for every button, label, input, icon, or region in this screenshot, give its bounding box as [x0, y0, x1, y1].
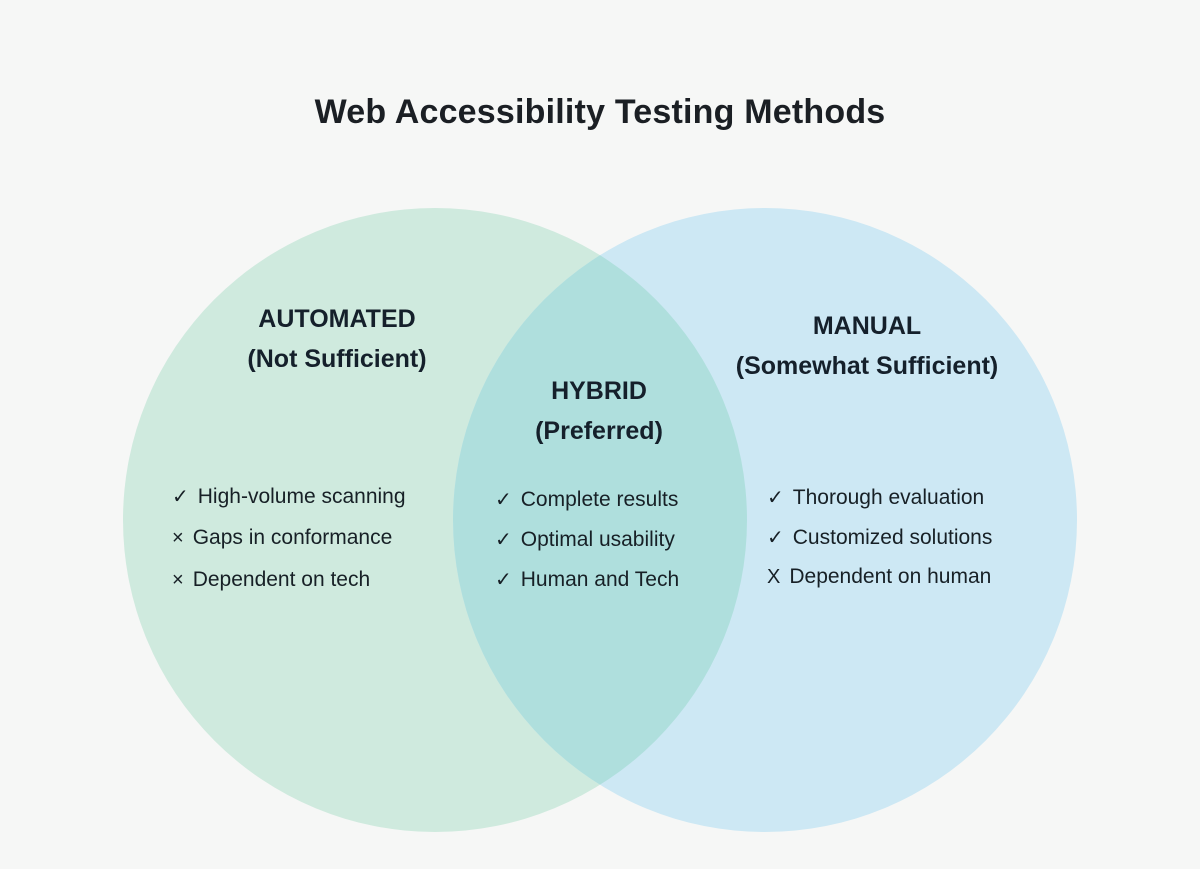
x-letter-icon: X [767, 566, 781, 588]
page-title: Web Accessibility Testing Methods [314, 93, 886, 131]
automated-qualifier: (Not Sufficient) [247, 345, 427, 373]
list-item-label: Human and Tech [520, 568, 680, 591]
hybrid-zone-header: HYBRID (Preferred) [535, 371, 663, 451]
manual-item-list: ✓ Thorough evaluation ✓ Customized solut… [767, 485, 992, 605]
manual-label: MANUAL [812, 312, 922, 340]
check-icon: ✓ [495, 569, 512, 591]
list-item: X Dependent on human [767, 565, 992, 605]
overlap-region-hybrid [453, 208, 747, 832]
manual-qualifier: (Somewhat Sufficient) [735, 352, 999, 380]
hybrid-qualifier: (Preferred) [535, 417, 663, 445]
list-item: × Gaps in conformance [172, 526, 406, 568]
check-icon: ✓ [172, 486, 189, 508]
list-item-label: Dependent on tech [192, 568, 371, 591]
x-icon: × [172, 527, 184, 549]
list-item: ✓ Customized solutions [767, 525, 992, 565]
list-item: ✓ Human and Tech [495, 567, 679, 607]
list-item: ✓ High-volume scanning [172, 484, 406, 526]
list-item-label: Complete results [520, 488, 679, 511]
manual-zone-header: MANUAL (Somewhat Sufficient) [736, 306, 999, 386]
list-item: × Dependent on tech [172, 568, 406, 610]
list-item-label: Optimal usability [520, 528, 675, 551]
hybrid-item-list: ✓ Complete results ✓ Optimal usability ✓… [495, 487, 679, 607]
list-item-label: Customized solutions [792, 526, 993, 549]
check-icon: ✓ [767, 527, 784, 549]
list-item-label: Thorough evaluation [792, 486, 985, 509]
hybrid-label: HYBRID [551, 377, 647, 405]
list-item-label: High-volume scanning [197, 485, 406, 508]
list-item: ✓ Complete results [495, 487, 679, 527]
automated-label: AUTOMATED [258, 305, 416, 333]
list-item-label: Dependent on human [789, 565, 992, 588]
check-icon: ✓ [495, 529, 512, 551]
check-icon: ✓ [495, 489, 512, 511]
list-item: ✓ Thorough evaluation [767, 485, 992, 525]
list-item-label: Gaps in conformance [192, 526, 393, 549]
list-item: ✓ Optimal usability [495, 527, 679, 567]
automated-item-list: ✓ High-volume scanning × Gaps in conform… [172, 484, 406, 610]
automated-zone-header: AUTOMATED (Not Sufficient) [247, 299, 426, 379]
x-icon: × [172, 569, 184, 591]
check-icon: ✓ [767, 487, 784, 509]
